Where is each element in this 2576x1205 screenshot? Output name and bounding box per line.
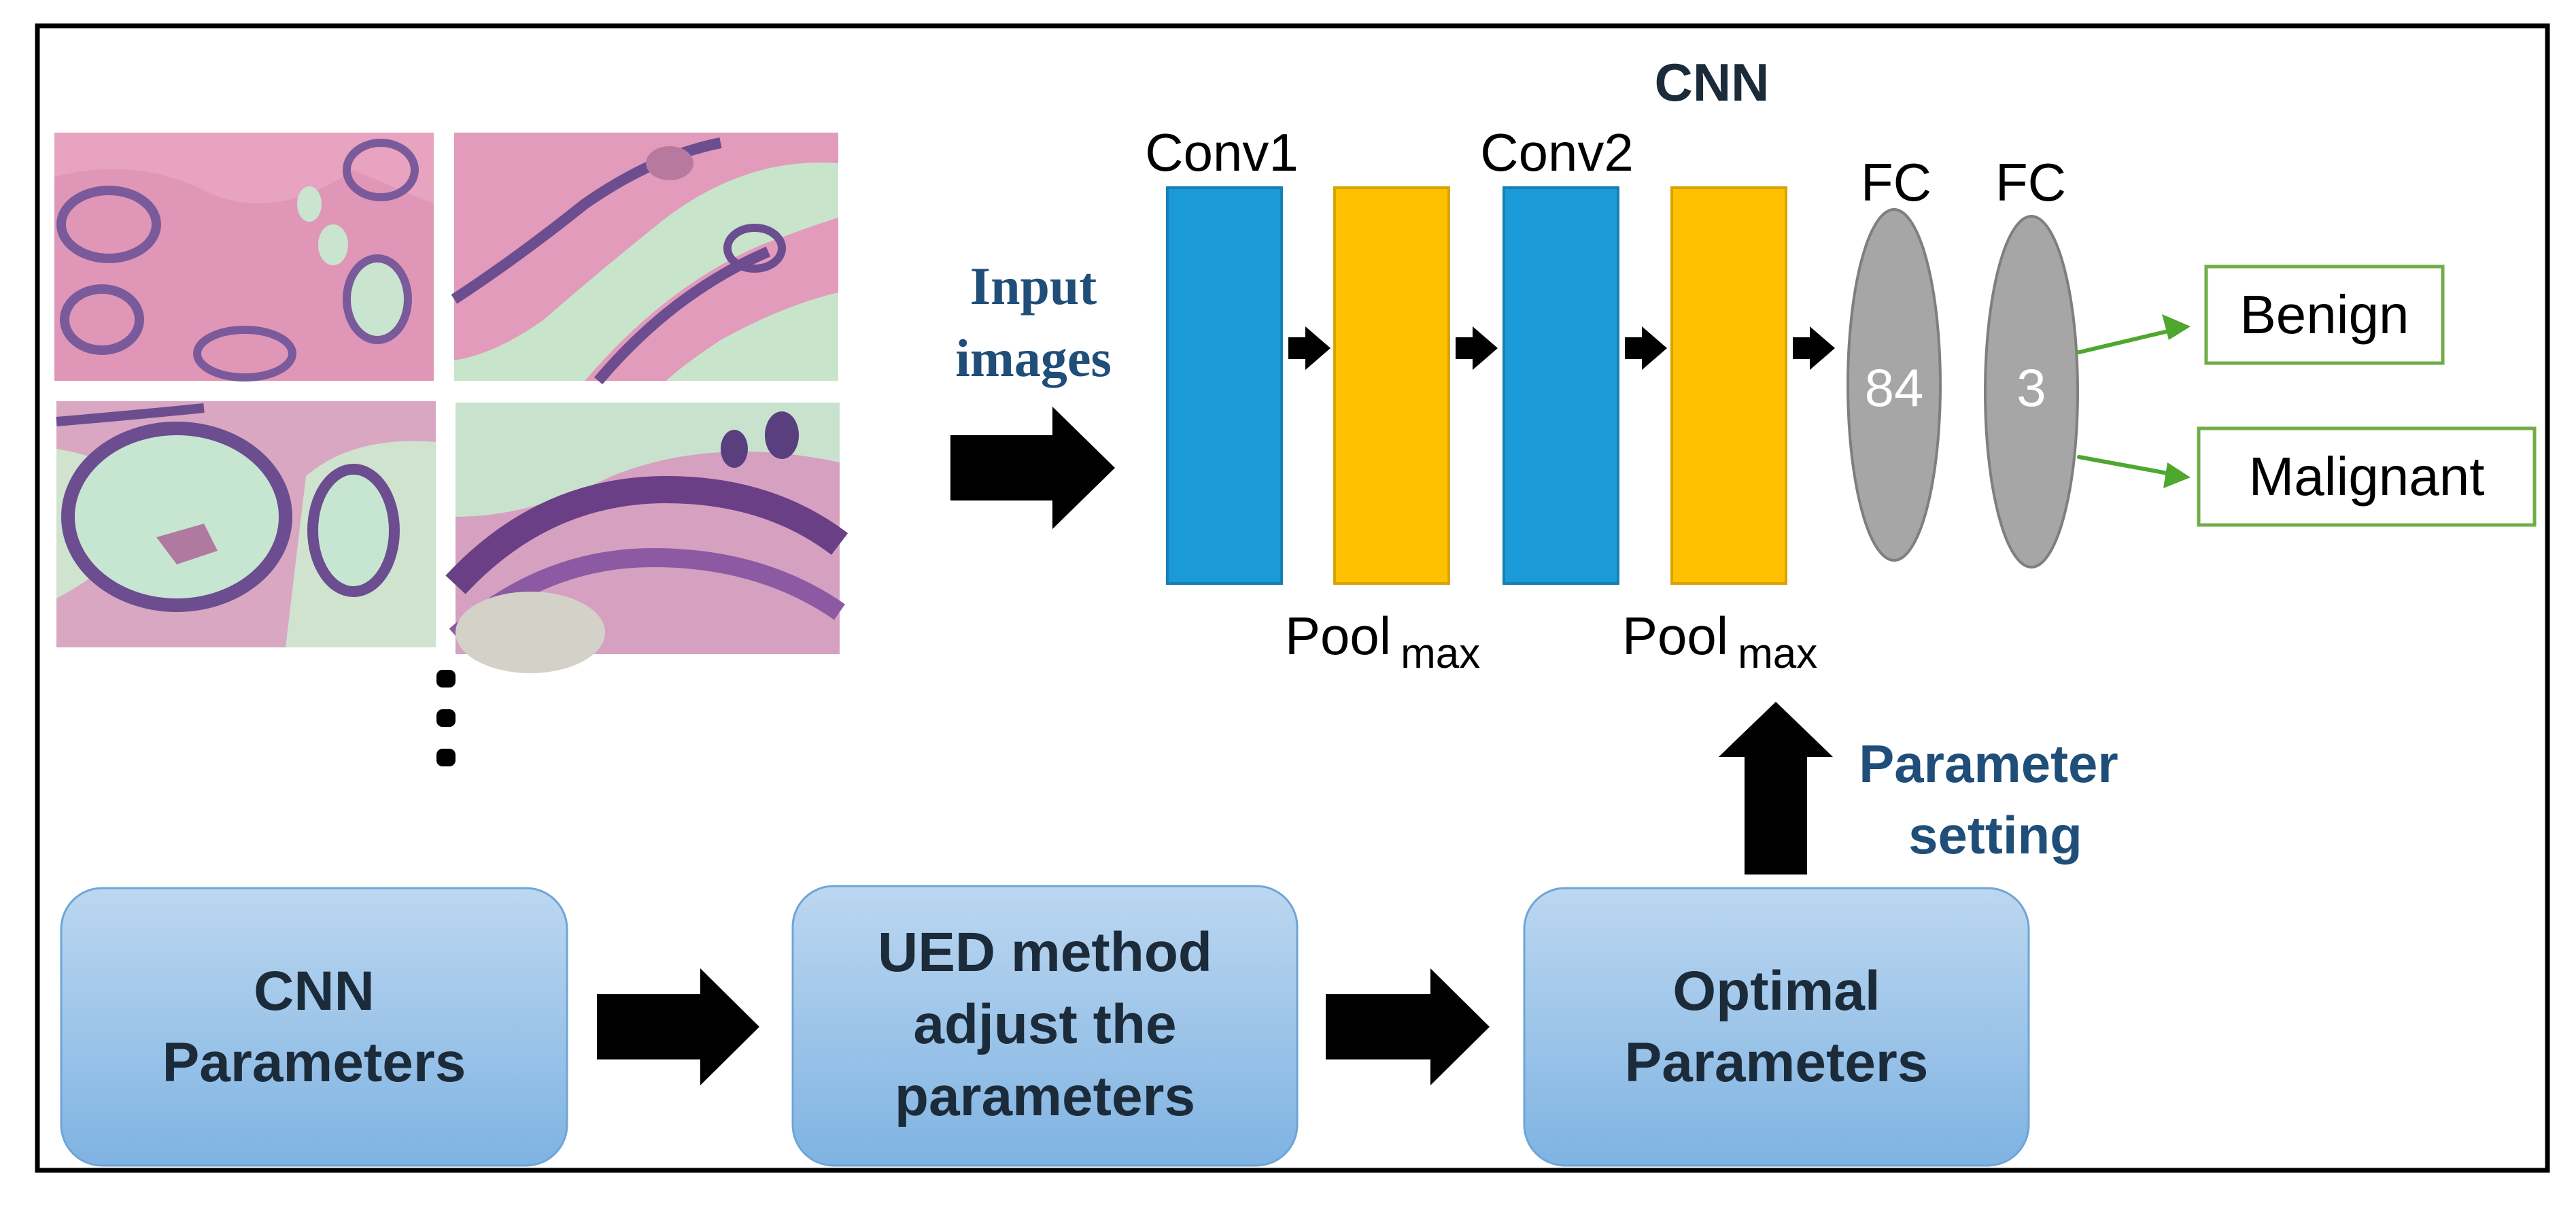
pool2-block	[1670, 186, 1787, 585]
input-label-line1: Input	[970, 256, 1097, 316]
small-arrow-icon	[1456, 326, 1498, 370]
input-label-line2: images	[955, 328, 1112, 388]
vertical-ellipsis-icon	[436, 670, 456, 766]
small-arrow-icon	[1793, 326, 1835, 370]
malignant-arrowhead-icon	[2163, 462, 2191, 488]
fc1-label: FC	[1861, 152, 1931, 212]
outer-frame	[35, 23, 2550, 1173]
pool1-block	[1333, 186, 1450, 585]
cnn-parameters-box	[60, 887, 568, 1167]
fc2-node	[1984, 215, 2079, 568]
optimal-parameters-line1: Optimal	[1672, 960, 1880, 1022]
small-arrow-icon	[1288, 326, 1330, 370]
optimal-parameters-line2: Parameters	[1625, 1032, 1929, 1093]
small-arrow-icon	[1625, 326, 1667, 370]
pool1-label-sub: max	[1401, 630, 1480, 677]
optimal-parameters-box	[1523, 887, 2030, 1167]
fc2-label: FC	[1995, 152, 2066, 212]
benign-arrowhead-icon	[2162, 314, 2191, 340]
pool1-label-main: Pool	[1285, 606, 1391, 666]
fc1-node	[1847, 208, 1942, 562]
ued-method-line1: UED method	[878, 921, 1212, 983]
histology-image-1	[54, 133, 434, 381]
cnn-parameters-line1: CNN	[254, 960, 375, 1022]
pool2-label-sub: max	[1738, 630, 1817, 677]
benign-arrow	[2077, 326, 2184, 354]
ued-method-line2: adjust the	[913, 994, 1176, 1055]
conv1-block	[1166, 186, 1283, 585]
malignant-arrow	[2077, 455, 2184, 478]
parameter-setting-line2: setting	[1908, 805, 2082, 865]
histology-image-4	[445, 403, 848, 673]
histology-image-2	[451, 133, 838, 385]
process-arrow-icon	[597, 968, 759, 1085]
process-arrow-icon	[1326, 968, 1490, 1085]
conv2-label: Conv2	[1480, 122, 1633, 182]
input-arrow-icon	[950, 407, 1115, 529]
fc2-units: 3	[2016, 358, 2046, 418]
parameter-setting-arrow-icon	[1719, 702, 1833, 875]
parameter-setting-line1: Parameter	[1859, 734, 2118, 794]
conv2-block	[1502, 186, 1619, 585]
fc1-units: 84	[1865, 358, 1924, 418]
ued-method-line3: parameters	[895, 1066, 1195, 1127]
conv1-label: Conv1	[1145, 122, 1298, 182]
ued-method-box	[791, 885, 1299, 1167]
benign-box	[2204, 265, 2445, 365]
cnn-title: CNN	[1655, 52, 1770, 112]
histology-image-3	[56, 401, 436, 647]
cnn-parameters-line2: Parameters	[162, 1032, 466, 1093]
benign-label: Benign	[2239, 284, 2409, 345]
malignant-box	[2197, 426, 2537, 527]
pool2-label-main: Pool	[1622, 606, 1728, 666]
malignant-label: Malignant	[2249, 446, 2485, 507]
